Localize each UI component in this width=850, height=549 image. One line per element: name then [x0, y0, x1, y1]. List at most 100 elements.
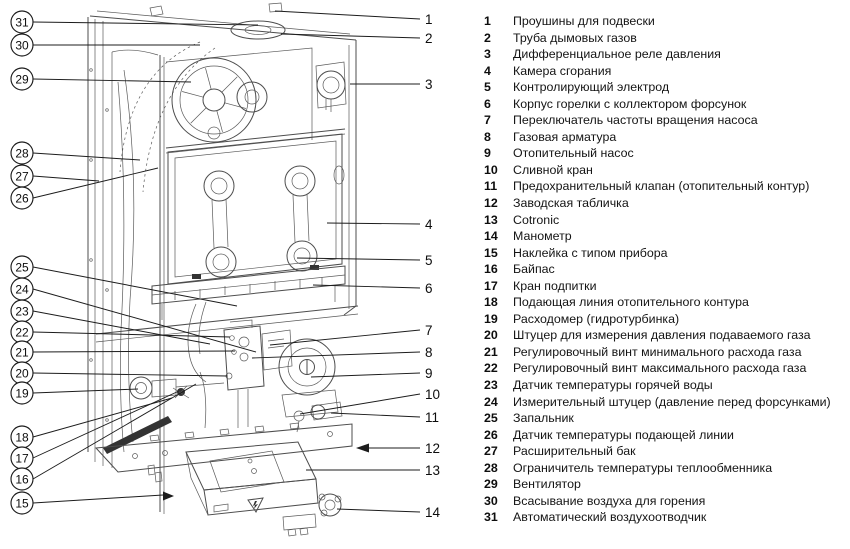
burner-drawing [151, 265, 346, 320]
callout-number: 29 [15, 73, 29, 87]
legend-item-label: Наклейка с типом прибора [513, 245, 668, 260]
callout-number: 31 [15, 16, 29, 30]
callout-31: 31 [10, 10, 259, 34]
callout-26: 26 [10, 167, 159, 210]
legend-item: 28 Ограничитель температуры теплообменник… [484, 460, 846, 477]
piping-drawing [129, 301, 225, 429]
callout-8: 8 [251, 345, 433, 360]
legend-item-number: 2 [484, 30, 491, 45]
callout-29: 29 [10, 67, 192, 91]
callout-number: 5 [425, 253, 433, 268]
legend-item-number: 27 [484, 444, 498, 459]
legend-item-label: Регулировочный винт минимального расхода… [513, 344, 802, 359]
callout-number: 23 [15, 305, 29, 319]
legend-item-number: 18 [484, 295, 498, 310]
legend-item-label: Регулировочный винт максимального расход… [513, 361, 807, 376]
legend-item-label: Расходомер (гидротурбинка) [513, 311, 680, 326]
legend-item-label: Предохранительный клапан (отопительный к… [513, 179, 810, 194]
legend-item-number: 4 [484, 63, 491, 78]
fan-drawing [119, 41, 346, 193]
legend-list: 1 Проушины для подвески 2 Труба дымовых газ… [484, 13, 846, 526]
callout-number: 26 [15, 192, 29, 206]
legend-item-number: 7 [484, 113, 491, 128]
legend-item-label: Вентилятор [513, 477, 581, 492]
legend-item-number: 22 [484, 361, 498, 376]
legend-item: 29 Вентилятор [484, 476, 846, 493]
legend-item-label: Кран подпитки [513, 278, 597, 293]
callout-22: 22 [10, 320, 231, 344]
callout-7: 7 [269, 323, 433, 346]
legend-item-label: Автоматический воздухоотводчик [513, 510, 707, 525]
control-box-drawing [147, 441, 342, 537]
legend-item: 2 Труба дымовых газов [484, 30, 846, 47]
legend-item-label: Штуцер для измерения давления подаваемог… [513, 328, 811, 343]
legend-item-label: Сливной кран [513, 162, 593, 177]
legend-item: 26 Датчик температуры подающей линии [484, 427, 846, 444]
legend-item-number: 25 [484, 411, 498, 426]
legend-item-label: Дифференциальное реле давления [513, 47, 721, 62]
callout-number: 13 [425, 463, 440, 478]
pressure-switch-drawing [315, 61, 347, 112]
chassis-drawing [94, 422, 353, 473]
callout-20: 20 [10, 361, 228, 385]
legend-item-label: Переключатель частоты вращения насоса [513, 113, 758, 128]
legend-item-label: Проушины для подвески [513, 14, 655, 28]
callout-9: 9 [310, 366, 433, 381]
callout-number: 4 [425, 217, 433, 232]
combustion-chamber-drawing [167, 133, 345, 285]
callout-15: 15 [10, 491, 174, 515]
legend-item: 17 Кран подпитки [484, 278, 846, 295]
legend-item-number: 17 [484, 278, 498, 293]
legend-item-number: 16 [484, 262, 498, 277]
legend-item-number: 31 [484, 510, 498, 525]
legend-item-label: Ограничитель температуры теплообменника [513, 460, 773, 475]
legend-item-label: Труба дымовых газов [513, 30, 637, 45]
callout-number: 2 [425, 31, 433, 46]
legend-item-number: 8 [484, 129, 491, 144]
legend-item-label: Байпас [513, 262, 555, 277]
legend-item-label: Камера сгорания [513, 63, 612, 78]
legend-item-number: 21 [484, 344, 498, 359]
callout-23: 23 [10, 299, 211, 345]
legend-item: 16 Байпас [484, 261, 846, 278]
legend-item-number: 12 [484, 196, 498, 211]
expansion-tank-drawing [117, 69, 135, 453]
boiler-line-drawing: 3130292827262524232221201918171615123456… [10, 2, 441, 537]
legend-item-number: 28 [484, 460, 498, 475]
callout-25: 25 [10, 255, 238, 307]
legend-item-label: Датчик температуры подающей линии [513, 427, 734, 442]
valve-drawing [293, 401, 343, 433]
callout-number: 16 [15, 473, 29, 487]
callout-number: 11 [425, 410, 439, 425]
legend-item: 22 Регулировочный винт максимального расх… [484, 360, 846, 377]
legend-item: 31 Автоматический воздухоотводчик [484, 509, 846, 526]
legend-item-number: 26 [484, 427, 498, 442]
legend-item-number: 29 [484, 477, 498, 492]
hydraulic-deck-drawing [95, 305, 359, 454]
callout-number: 15 [15, 497, 29, 511]
callout-3: 3 [350, 77, 433, 92]
callout-10: 10 [299, 387, 440, 415]
legend-item: 4 Камера сгорания [484, 63, 846, 80]
callout-number: 27 [15, 170, 29, 184]
callout-number: 25 [15, 261, 29, 275]
callout-5: 5 [296, 253, 433, 268]
legend-item-label: Подающая линия отопительного контура [513, 295, 749, 310]
callout-19: 19 [10, 381, 139, 405]
lifting-lug-left [149, 5, 164, 17]
legend-item-number: 1 [484, 14, 491, 28]
legend-item: 1 Проушины для подвески [484, 13, 846, 30]
legend-item-number: 30 [484, 493, 498, 508]
legend-item-label: Измерительный штуцер (давление перед фор… [513, 394, 831, 409]
